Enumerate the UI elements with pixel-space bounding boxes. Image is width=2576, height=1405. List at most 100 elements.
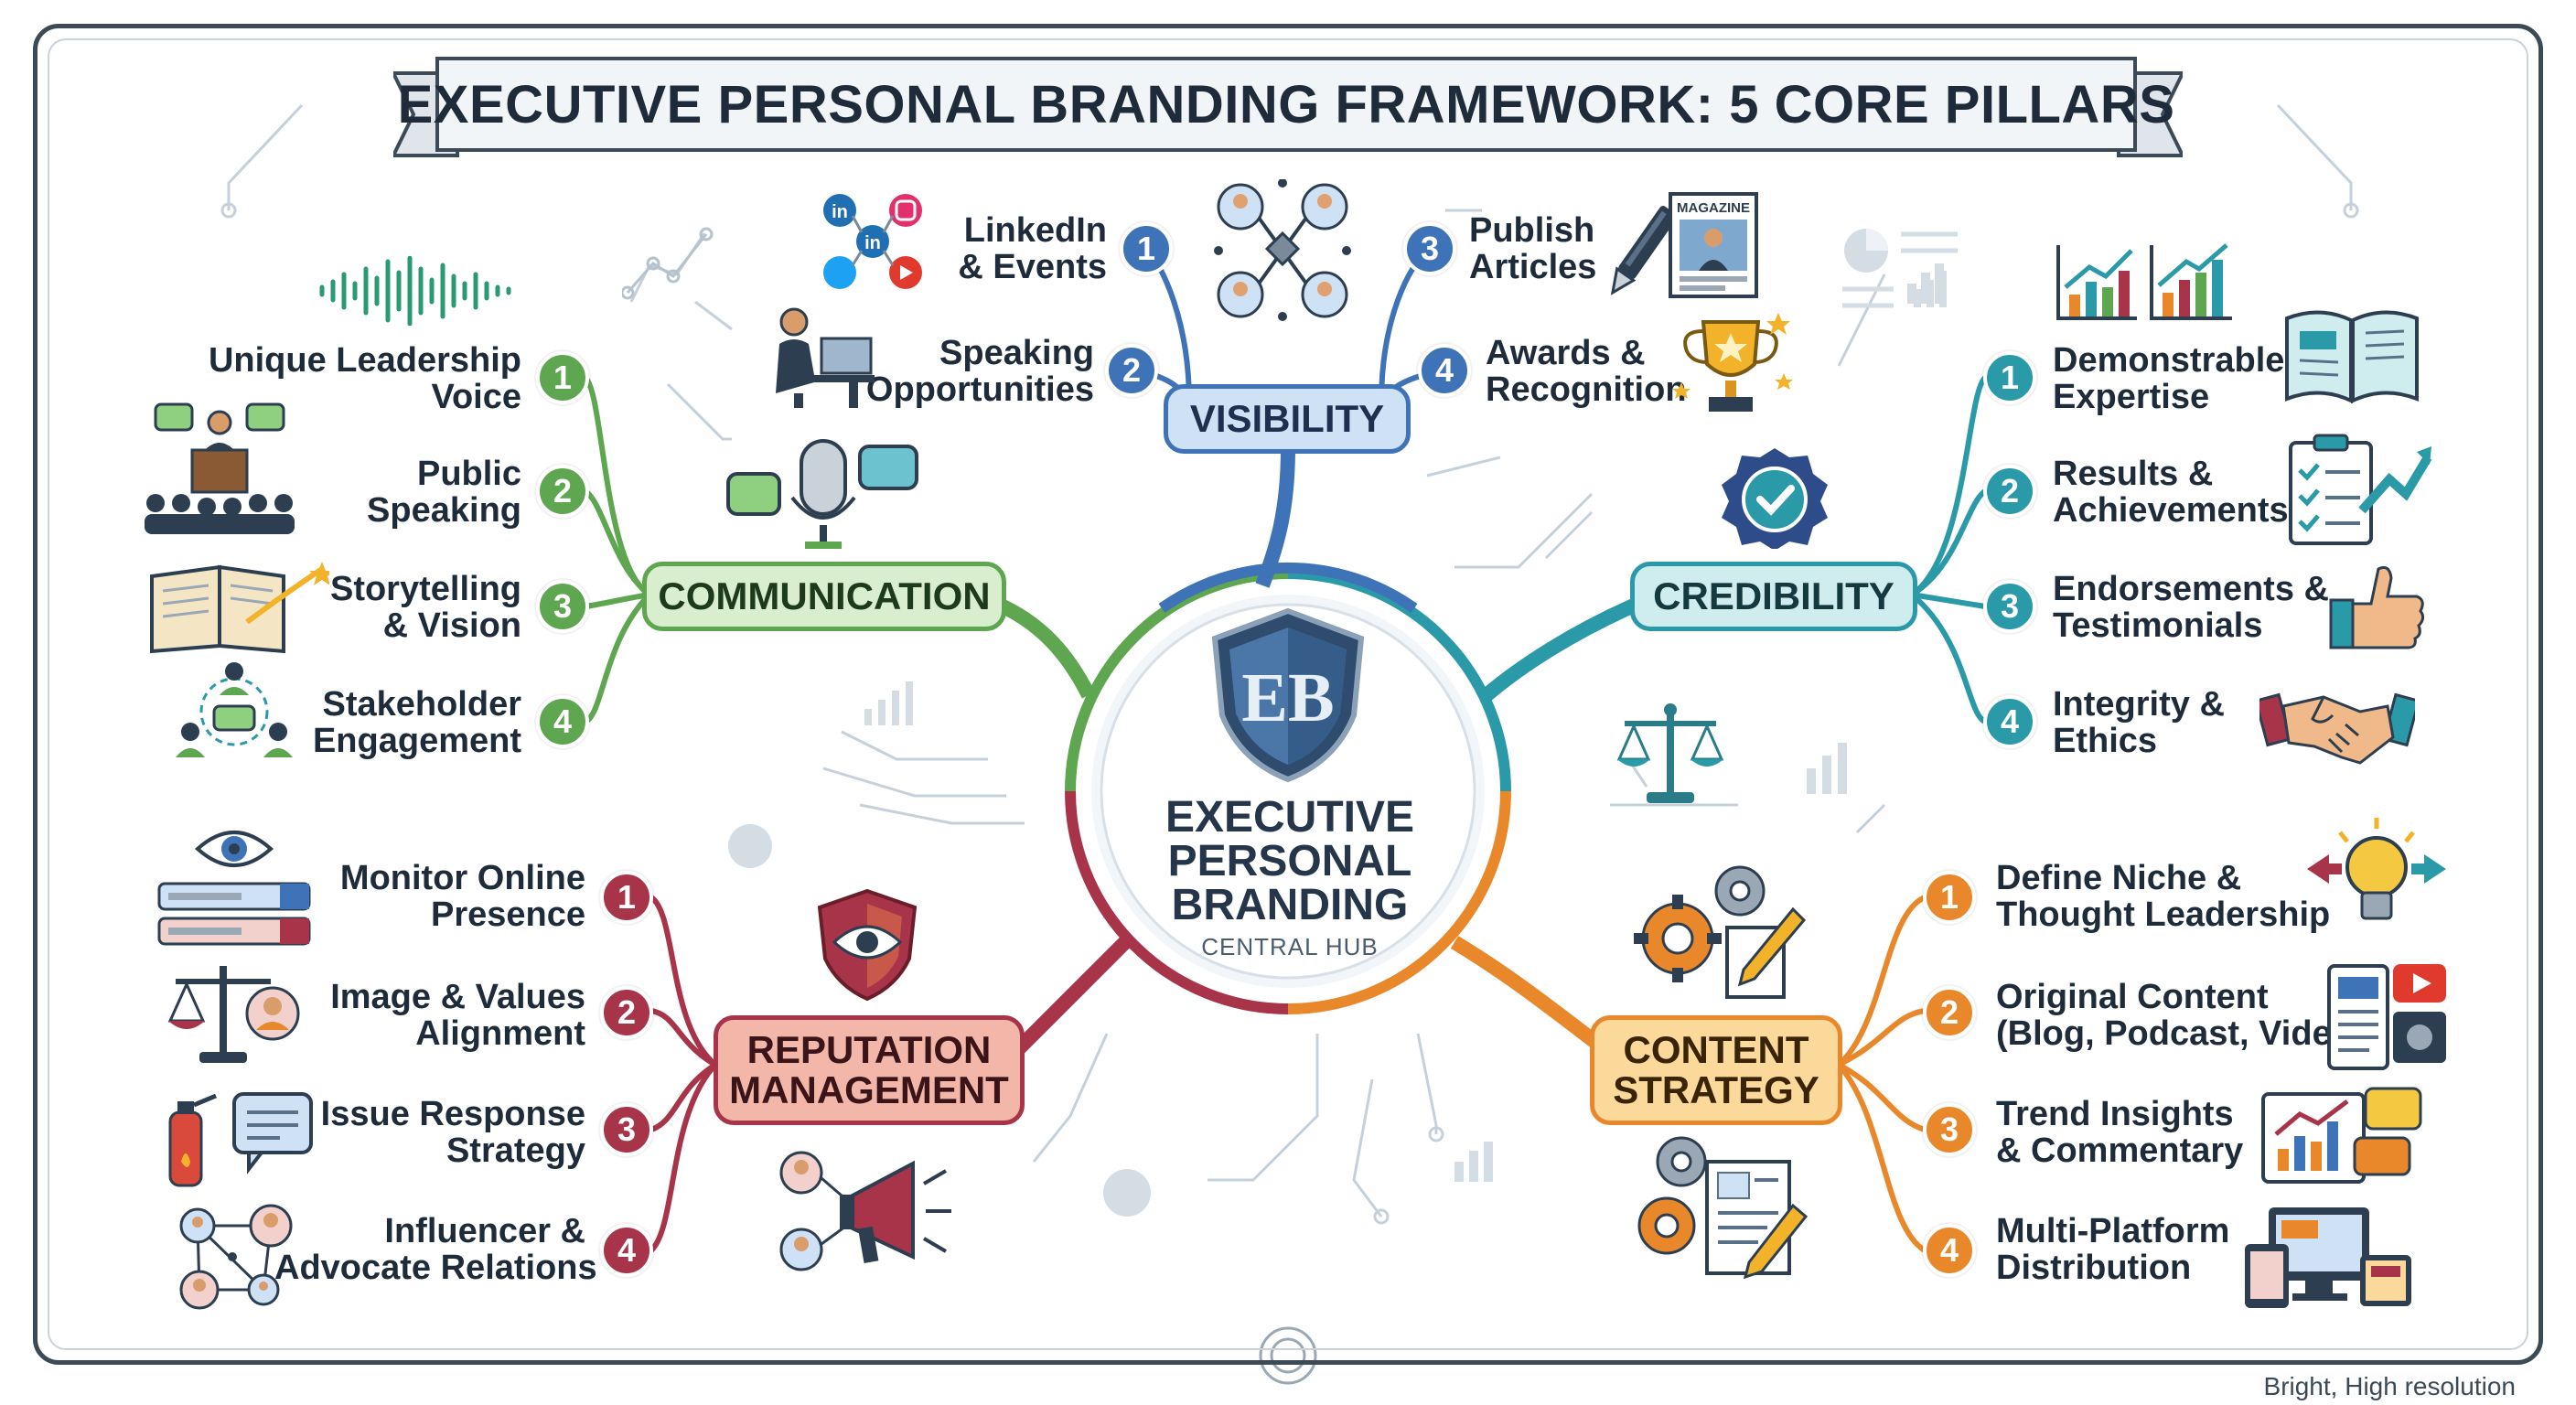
lightbulb-icon [2307,818,2446,920]
content-number-1: 1 [1923,871,1976,924]
pillar-visibility-label: VISIBILITY [1189,396,1385,440]
visibility-item-1: LinkedIn & Events [951,212,1107,285]
gears-document-icon [1637,1136,1809,1280]
item-label: Multi-Platform [1996,1212,2230,1250]
trophy-icon [1672,313,1793,412]
svg-text:MAGAZINE: MAGAZINE [1677,200,1750,216]
podium-icon [145,402,295,534]
scales-of-justice-icon [1616,703,1724,803]
item-label: & Events [958,248,1107,286]
item-label: Image & Values [330,978,585,1016]
communication-number-3: 3 [536,580,589,633]
credibility-number-4: 4 [1983,695,2036,748]
item-label: Stakeholder [322,685,521,724]
soundwave-icon [319,256,511,326]
credibility-item-2: Results & Achievements [2053,456,2289,529]
page-title: EXECUTIVE PERSONAL BRANDING FRAMEWORK: 5… [397,74,2175,134]
item-label: Trend Insights [1996,1095,2234,1133]
content-item-2: Original Content (Blog, Podcast, Video) [1996,979,2365,1052]
decorative-circuit-lines [220,103,2359,1225]
item-label: Alignment [415,1014,585,1053]
item-label: Engagement [312,722,521,760]
visibility-number-1: 1 [1120,222,1173,275]
content-number-3: 3 [1923,1103,1976,1156]
item-label: Speaking [367,491,521,530]
item-label: Expertise [2053,378,2210,416]
outer-frame [33,24,2543,1365]
growth-charts-icon [2056,243,2232,320]
gears-pencil-icon [1634,865,1807,999]
svg-text:EB: EB [1241,660,1334,736]
visibility-item-3: Publish Articles [1469,212,1596,285]
megaphone-people-icon [779,1151,951,1271]
item-label: Articles [1469,248,1597,286]
thumbs-up-icon [2329,565,2425,649]
credibility-number-3: 3 [1983,580,2036,633]
credibility-item-4: Integrity & Ethics [2053,686,2225,759]
pillar-credibility: CREDIBILITY [1630,562,1917,631]
credibility-item-3: Endorsements & Testimonials [2053,571,2329,644]
pie-list-decoration-icon [1842,229,1958,308]
title-banner: EXECUTIVE PERSONAL BRANDING FRAMEWORK: 5… [398,57,2174,152]
checklist-icon [2289,434,2432,545]
item-label: & Vision [382,606,521,645]
handshake-icon [2259,692,2415,765]
shield-eye-icon [817,888,918,1002]
credibility-number-2: 2 [1983,465,2036,518]
item-label: Demonstrable [2053,341,2285,380]
shield-logo-icon: EB [1211,607,1365,783]
pillar-communication: COMMUNICATION [642,562,1006,631]
magazine-icon: MAGAZINE [1669,192,1758,298]
content-number-2: 2 [1923,986,1976,1039]
reputation-number-1: 1 [600,871,653,924]
hub-title-line3: BRANDING [1171,881,1409,929]
visibility-number-2: 2 [1105,344,1158,397]
pillar-content-label-2: STRATEGY [1613,1068,1819,1111]
item-label: Thought Leadership [1996,896,2331,934]
reputation-item-4: Influencer & Advocate Relations [274,1213,597,1287]
credibility-number-1: 1 [1983,351,2036,404]
communication-item-1: Unique Leadership Voice [201,342,521,415]
reputation-item-2: Image & Values Alignment [302,979,585,1052]
footer-note: Bright, High resolution [2263,1372,2516,1400]
content-number-4: 4 [1923,1224,1976,1277]
inner-frame [48,38,2528,1350]
item-label: Public [416,455,521,493]
item-label: & Commentary [1996,1132,2244,1170]
communication-number-1: 1 [536,351,589,404]
hub-title: EXECUTIVE PERSONAL BRANDING [1061,796,1519,928]
devices-icon [2245,1207,2411,1308]
network-globe-icon [1214,179,1351,321]
visibility-item-4: Awards & Recognition [1486,335,1687,408]
item-label: Issue Response [320,1095,585,1133]
reputation-number-4: 4 [600,1224,653,1277]
credibility-item-1: Demonstrable Expertise [2053,342,2284,415]
reputation-number-3: 3 [600,1103,653,1156]
visibility-item-2: Speaking Opportunities [860,335,1094,408]
network-icon [179,1204,293,1310]
item-label: Voice [431,378,521,416]
item-label: Advocate Relations [274,1249,597,1287]
item-label: Speaking [939,334,1094,372]
item-label: Recognition [1486,370,1687,409]
hub-title-line2: PERSONAL [1167,837,1412,885]
trend-line-decoration-icon [622,227,714,300]
item-label: Ethics [2053,722,2158,760]
content-item-4: Multi-Platform Distribution [1996,1213,2229,1286]
svg-text:in: in [832,202,848,222]
open-book-icon [2285,310,2419,404]
communication-item-4: Stakeholder Engagement [265,686,521,759]
microphone-chat-icon [726,439,918,549]
verified-badge-icon [1722,448,1828,549]
communication-number-4: 4 [536,695,589,748]
people-chat-icon [176,662,293,757]
story-book-icon [150,562,329,654]
item-label: Original Content [1996,978,2269,1016]
pillar-reputation-label-1: REPUTATION [746,1027,992,1071]
content-item-1: Define Niche & Thought Leadership [1996,860,2330,933]
media-icon [2327,964,2446,1070]
pillar-content-label-1: CONTENT [1623,1027,1809,1071]
reputation-item-3: Issue Response Strategy [302,1096,585,1169]
item-label: Presence [430,896,585,934]
visibility-number-4: 4 [1418,344,1471,397]
